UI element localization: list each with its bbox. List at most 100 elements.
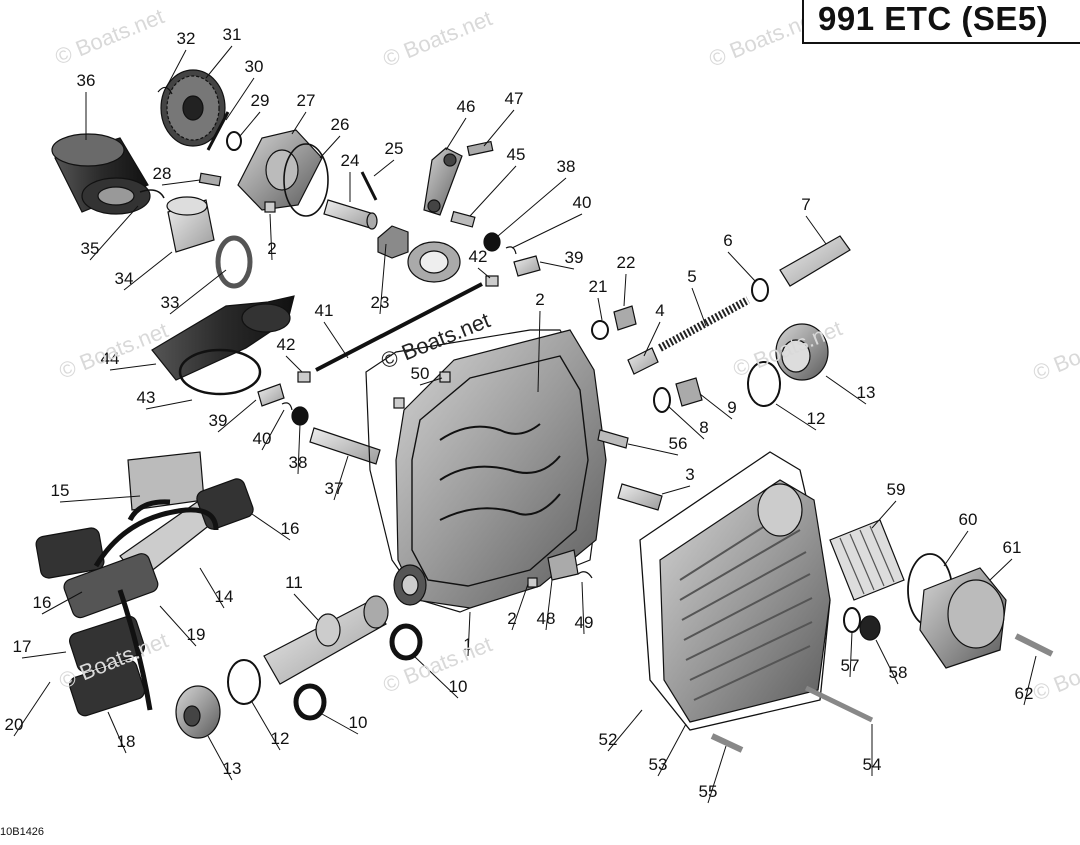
leader-line-18	[107, 711, 127, 754]
callout-label-34: 34	[115, 269, 134, 288]
leader-line-42	[285, 355, 303, 373]
part-bolt-47	[466, 140, 494, 157]
leader-line-16	[41, 591, 83, 615]
leader-line-1	[467, 611, 471, 657]
part-plug-39	[513, 255, 541, 277]
leader-line-15	[59, 495, 141, 503]
callout-label-16: 16	[33, 593, 52, 612]
leader-line-57	[849, 631, 853, 678]
part-harness-19	[93, 499, 219, 711]
part-spring-5	[658, 296, 750, 352]
part-nut-42	[485, 275, 499, 287]
leader-line-45	[469, 165, 517, 217]
leader-line-50	[419, 377, 443, 386]
part-plug-39b	[257, 383, 285, 407]
part-shaft-24	[323, 199, 378, 230]
part-spool-11	[263, 595, 389, 685]
callout-label-22: 22	[617, 253, 636, 272]
callout-label-42: 42	[469, 247, 488, 266]
callout-label-24: 24	[341, 151, 360, 170]
callout-label-35: 35	[81, 239, 100, 258]
leader-line-13	[825, 375, 867, 405]
part-cover-27	[237, 129, 323, 211]
leader-line-35	[89, 205, 139, 261]
callout-label-27: 27	[297, 91, 316, 110]
leader-line-17	[21, 651, 67, 659]
part-arm-46	[423, 147, 463, 216]
callout-label-4: 4	[655, 301, 664, 320]
leader-line-13	[207, 735, 233, 781]
part-rod-41	[315, 282, 483, 372]
part-filter-59	[829, 519, 905, 601]
callout-label-5: 5	[687, 267, 696, 286]
leader-line-61	[989, 558, 1013, 581]
callout-label-16: 16	[281, 519, 300, 538]
leader-line-44	[109, 363, 157, 371]
part-bolt-56	[597, 429, 629, 449]
leader-line-52	[607, 709, 643, 752]
leader-line-22	[623, 273, 627, 307]
part-ring-8	[653, 387, 671, 413]
part-dowel-50b	[393, 397, 405, 409]
leader-line-60	[943, 530, 969, 567]
leader-line-48	[545, 579, 553, 631]
part-bushing-34	[166, 196, 215, 253]
callout-label-11: 11	[285, 573, 303, 592]
callout-label-48: 48	[537, 609, 556, 628]
part-bolt-45	[450, 210, 476, 228]
callout-label-61: 61	[1003, 538, 1022, 557]
leader-line-21	[597, 297, 603, 321]
callout-label-52: 52	[599, 730, 618, 749]
leader-line-10	[413, 655, 459, 699]
callout-label-17: 17	[13, 637, 32, 656]
leader-line-9	[699, 393, 733, 420]
leader-line-32	[165, 49, 187, 89]
part-ring-6	[751, 278, 769, 302]
leader-line-55	[707, 745, 727, 804]
part-bolt-62	[1014, 633, 1054, 657]
callout-label-36: 36	[77, 71, 96, 90]
leader-line-41	[323, 321, 349, 359]
part-bolt-55	[710, 733, 744, 753]
leader-line-14	[199, 567, 225, 609]
part-plug-13b	[175, 685, 221, 739]
callout-label-60: 60	[959, 510, 978, 529]
leader-line-12	[775, 403, 817, 431]
callout-label-2: 2	[267, 239, 276, 258]
part-seal-10b	[293, 683, 327, 721]
leader-line-27	[291, 111, 307, 135]
part-clip-40b	[281, 402, 293, 411]
callout-label-9: 9	[727, 398, 736, 417]
part-ring-12b	[227, 659, 261, 705]
leader-line-39	[539, 261, 575, 270]
part-piston-4	[627, 347, 659, 375]
callout-label-10: 10	[449, 677, 468, 696]
callout-label-1: 1	[463, 635, 472, 654]
callout-label-14: 14	[215, 587, 234, 606]
callout-label-57: 57	[841, 656, 860, 675]
leader-line-38	[497, 177, 567, 237]
callout-label-7: 7	[801, 195, 810, 214]
leader-line-23	[379, 243, 387, 315]
leader-line-2	[511, 583, 529, 631]
callout-label-56: 56	[669, 434, 688, 453]
callout-label-8: 8	[699, 418, 708, 437]
part-shaft-37	[309, 427, 381, 465]
leader-line-7	[805, 215, 827, 245]
leader-line-47	[483, 109, 515, 147]
leader-line-49	[581, 581, 585, 635]
part-cap-61	[919, 567, 1007, 669]
diagram-title-box: 991 ETC (SE5)	[802, 0, 1080, 44]
leader-lines	[13, 45, 1037, 804]
part-plug-13	[775, 323, 829, 381]
part-clip-40	[505, 246, 517, 255]
diagram-title: 991 ETC (SE5)	[818, 0, 1049, 37]
leader-line-59	[871, 500, 897, 529]
callout-label-55: 55	[699, 782, 718, 801]
callout-label-39: 39	[565, 248, 584, 267]
callout-label-43: 43	[137, 388, 156, 407]
part-sensor-7	[779, 235, 851, 287]
part-ring-57	[843, 607, 861, 633]
callout-label-13: 13	[223, 759, 242, 778]
